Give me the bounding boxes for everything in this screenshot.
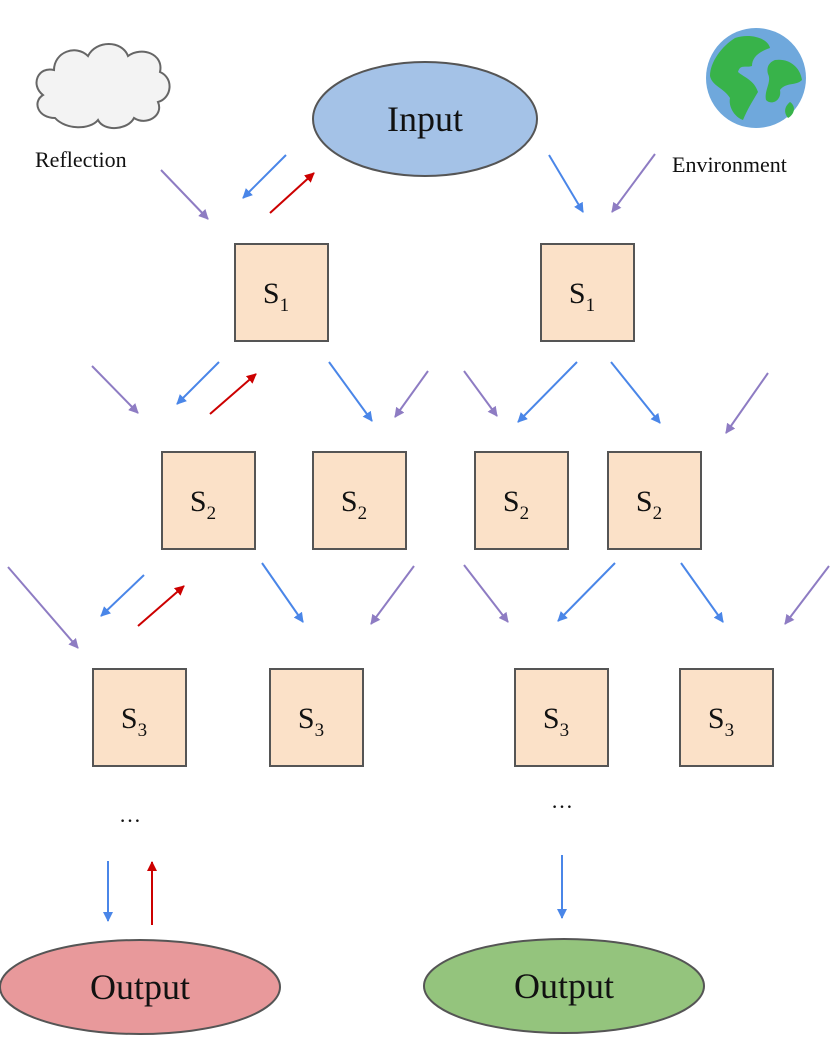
svg-text:S3: S3 (543, 702, 569, 741)
state-subscript: 2 (653, 503, 663, 524)
state-letter: S (263, 277, 280, 310)
svg-text:S3: S3 (298, 702, 324, 741)
arrow-blue (680, 562, 724, 623)
state-subscript: 3 (315, 720, 325, 741)
state-box-s2-1: S2 (161, 451, 256, 550)
output-node-right (423, 938, 705, 1034)
arrow-purple (7, 566, 79, 649)
arrow-blue (517, 361, 578, 423)
state-subscript: 3 (138, 720, 148, 741)
svg-text:S2: S2 (503, 485, 529, 524)
input-node (312, 61, 538, 177)
arrow-purple (463, 564, 509, 623)
output-label-left: Output (90, 967, 190, 1007)
state-letter: S (121, 702, 138, 735)
arrow-blue (548, 154, 584, 213)
svg-text:S3: S3 (708, 702, 734, 741)
state-letter: S (708, 702, 725, 735)
arrow-purple (160, 169, 209, 220)
ellipsis-right: … (551, 788, 573, 813)
state-box-s2-3: S2 (474, 451, 569, 550)
arrow-red (269, 172, 315, 214)
state-box-s1-right: S1 (540, 243, 635, 342)
state-letter: S (636, 485, 653, 518)
state-box-s2-4: S2 (607, 451, 702, 550)
state-subscript: 2 (358, 503, 368, 524)
arrow-blue (328, 361, 373, 422)
state-letter: S (341, 485, 358, 518)
arrow-purple (784, 565, 830, 625)
environment-label: Environment (672, 152, 787, 177)
arrow-purple (370, 565, 415, 625)
state-box-s3-4: S3 (679, 668, 774, 767)
state-box-s1-left: S1 (234, 243, 329, 342)
arrow-purple (725, 372, 769, 434)
state-letter: S (503, 485, 520, 518)
svg-text:S1: S1 (569, 277, 595, 316)
output-node-left (0, 939, 281, 1035)
state-letter: S (298, 702, 315, 735)
arrow-blue (242, 154, 287, 199)
state-letter: S (569, 277, 586, 310)
arrow-blue (261, 562, 304, 623)
ellipsis-left: … (119, 802, 141, 827)
arrow-purple (91, 365, 139, 414)
state-box-s3-1: S3 (92, 668, 187, 767)
globe-icon (706, 28, 806, 128)
svg-text:S3: S3 (121, 702, 147, 741)
input-label: Input (387, 99, 463, 139)
cloud-icon (35, 43, 171, 129)
state-subscript: 3 (560, 720, 570, 741)
arrow-blue (557, 562, 616, 622)
state-subscript: 2 (207, 503, 217, 524)
arrow-blue (100, 574, 145, 617)
state-letter: S (190, 485, 207, 518)
state-subscript: 3 (725, 720, 735, 741)
arrow-red (137, 585, 185, 627)
state-letter: S (543, 702, 560, 735)
arrow-blue (176, 361, 220, 405)
arrow-purple (463, 370, 498, 417)
state-box-s3-3: S3 (514, 668, 609, 767)
arrow-blue (610, 361, 661, 424)
svg-text:S2: S2 (190, 485, 216, 524)
svg-text:S2: S2 (636, 485, 662, 524)
arrow-purple (394, 370, 429, 418)
svg-text:S1: S1 (263, 277, 289, 316)
state-box-s3-2: S3 (269, 668, 364, 767)
state-box-s2-2: S2 (312, 451, 407, 550)
state-subscript: 1 (280, 295, 290, 316)
svg-text:S2: S2 (341, 485, 367, 524)
arrow-red (209, 373, 257, 415)
arrow-purple (611, 153, 656, 213)
output-label-right: Output (514, 966, 614, 1006)
state-subscript: 2 (520, 503, 530, 524)
state-subscript: 1 (586, 295, 596, 316)
reflection-label: Reflection (35, 147, 127, 172)
